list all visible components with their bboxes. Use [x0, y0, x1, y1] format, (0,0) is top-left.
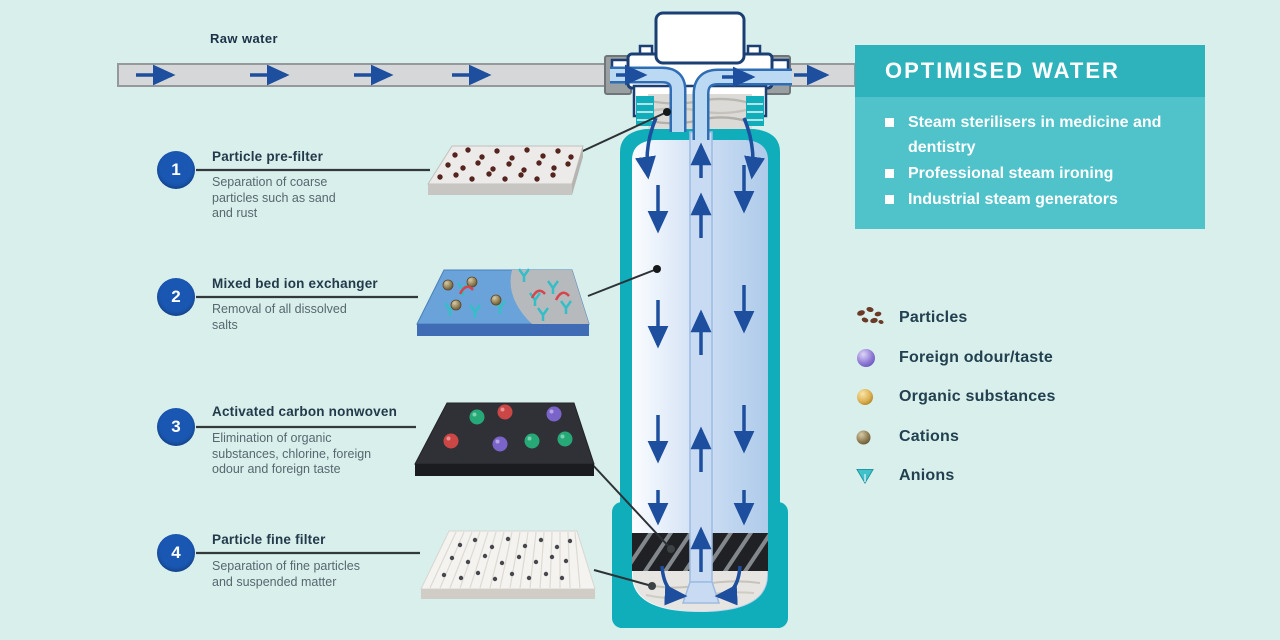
teal-anion-icon — [855, 467, 889, 485]
stage-1-desc-line: particles such as sand — [212, 190, 336, 205]
square-bullet-icon — [885, 118, 894, 127]
stage-2-title: Mixed bed ion exchanger — [212, 276, 378, 291]
brown-sphere-icon — [855, 429, 889, 446]
legend-label: Anions — [899, 467, 955, 484]
optimised-water-title: OPTIMISED WATER — [855, 45, 1205, 97]
stage-3-desc-line: odour and foreign taste — [212, 462, 341, 476]
stage-4-description: Separation of fine particles and suspend… — [212, 559, 360, 590]
media-illustration-prefilter — [427, 145, 584, 195]
particles-icon — [855, 305, 889, 331]
optimised-water-item: Professional steam ironing — [885, 161, 1187, 186]
stage-3-number-badge: 3 — [157, 408, 195, 446]
optimised-water-item: Industrial steam generators — [885, 187, 1187, 212]
media-illustration-activated-carbon — [414, 402, 595, 476]
optimised-water-item-text: Steam sterilisers in medicine and dentis… — [908, 114, 1162, 156]
neck-ribs — [636, 96, 764, 126]
flow-arrows — [635, 117, 765, 606]
raw-water-label: Raw water — [210, 31, 278, 46]
stage-2-description: Removal of all dissolved salts — [212, 302, 347, 333]
stage-2-desc-line: salts — [212, 317, 238, 332]
callout-lines — [571, 108, 675, 590]
stage-1-desc-line: and rust — [212, 206, 258, 220]
stage-4-desc-line: and suspended matter — [212, 574, 337, 589]
outlet-channel — [692, 66, 792, 140]
legend-label: Foreign odour/taste — [899, 349, 1054, 366]
legend-label: Organic substances — [899, 388, 1056, 405]
stage-2-desc-line: Removal of all dissolved — [212, 302, 347, 316]
stage-3-desc-line: substances, chlorine, foreign — [212, 446, 372, 461]
square-bullet-icon — [885, 169, 894, 178]
legend-item-organic-substances: Organic substances — [855, 383, 1056, 411]
callout-line-2 — [587, 268, 658, 297]
stage-3-title: Activated carbon nonwoven — [212, 404, 398, 419]
legend-item-particles: Particles — [855, 304, 968, 332]
inlet-channel — [610, 64, 687, 132]
stage-1-title: Particle pre-filter — [212, 149, 324, 164]
callout-line-1 — [571, 111, 668, 157]
legend-label: Particles — [899, 309, 968, 326]
vessel-cap — [654, 11, 746, 65]
purple-sphere-icon — [855, 347, 889, 369]
media-illustration-fine-filter — [420, 530, 596, 599]
callout-line-4 — [593, 569, 653, 587]
stage-4-title: Particle fine filter — [212, 532, 326, 547]
optimised-water-item-text: Industrial steam generators — [908, 191, 1118, 208]
stage-4-number-badge: 4 — [157, 534, 195, 572]
legend-item-cations: Cations — [855, 423, 959, 451]
media-illustration-ion-exchanger — [416, 268, 590, 336]
callout-line-3 — [589, 461, 672, 550]
optimised-water-item-text: Professional steam ironing — [908, 165, 1114, 182]
stage-1-description: Separation of coarse particles such as s… — [212, 175, 336, 222]
legend-item-anions: Anions — [855, 462, 954, 490]
stage-1-desc-line: Separation of coarse — [212, 175, 328, 189]
stage-1-number-badge: 1 — [157, 151, 195, 189]
stage-connector-lines — [196, 168, 430, 555]
square-bullet-icon — [885, 195, 894, 204]
filter-cartridge — [604, 11, 792, 628]
stage-3-description: Elimination of organic substances, chlor… — [212, 431, 371, 478]
legend-item-foreign-odour: Foreign odour/taste — [855, 344, 1053, 372]
optimised-water-panel: OPTIMISED WATER Steam sterilisers in med… — [855, 45, 1205, 229]
stage-3-desc-line: Elimination of organic — [212, 431, 332, 445]
legend-label: Cations — [899, 428, 960, 445]
gold-sphere-icon — [855, 387, 889, 407]
stage-4-desc-line: Separation of fine particles — [212, 559, 361, 573]
optimised-water-item: Steam sterilisers in medicine and dentis… — [885, 110, 1187, 160]
optimised-water-list: Steam sterilisers in medicine and dentis… — [855, 97, 1205, 229]
stage-2-number-badge: 2 — [157, 278, 195, 316]
